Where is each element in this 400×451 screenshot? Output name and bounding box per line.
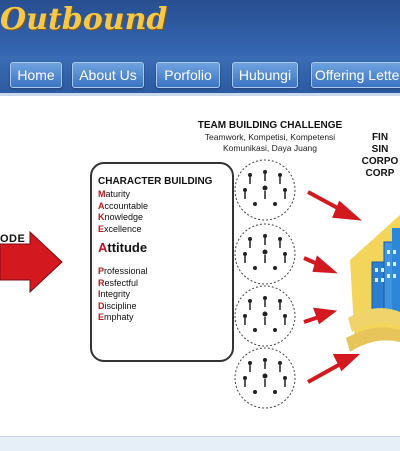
goal-text-line1: FIN	[371, 132, 389, 143]
team-building-title: TEAM BUILDING CHALLENGE	[197, 120, 343, 131]
trait-item: Excellence	[98, 223, 142, 234]
footer-bar	[0, 436, 400, 451]
character-building-box: CHARACTER BUILDING Maturity Accountable …	[90, 162, 234, 362]
value-item: Resfectful	[98, 277, 139, 288]
team-building-subtitle-line1: Teamwork, Kompetisi, Kompetensi	[204, 132, 336, 142]
goal-arrows	[303, 190, 362, 384]
goal-text-line2: SIN	[371, 144, 389, 155]
nav-offering-letter[interactable]: Offering Letter	[311, 62, 400, 88]
value-item: Integrity	[98, 289, 131, 299]
character-building-title: CHARACTER BUILDING	[98, 176, 213, 187]
value-item: Professional	[98, 266, 148, 276]
team-building-subtitle-line2: Komunikasi, Daya Juang	[222, 143, 318, 153]
team-people	[243, 170, 287, 394]
header-banner	[0, 0, 400, 56]
value-item: Discipline	[98, 300, 137, 311]
team-building-subtitle: Teamwork, Kompetisi, Kompetensi Komunika…	[185, 132, 355, 154]
left-arrow-label: ODE	[0, 233, 26, 245]
left-red-arrow	[0, 230, 63, 294]
team-bodies	[244, 174, 286, 387]
trait-item: Knowledge	[98, 212, 144, 222]
attitude-heading: Attitude	[98, 240, 148, 255]
nav-about-us[interactable]: About Us	[72, 62, 144, 88]
goal-text-line3: CORPO	[361, 156, 399, 167]
header-divider	[0, 93, 400, 96]
site-header: Outbound Home About Us Porfolio Hubungi …	[0, 0, 400, 94]
value-item: Emphaty	[98, 312, 134, 322]
nav-hubungi[interactable]: Hubungi	[232, 62, 298, 88]
team-circles	[234, 159, 296, 409]
character-traits-list: Maturity Accountable Knowledge Excellenc…	[98, 189, 148, 235]
goal-text-line4: CORP	[365, 168, 395, 179]
nav-home[interactable]: Home	[10, 62, 62, 88]
values-list: Professional Resfectful Integrity Discip…	[98, 266, 148, 324]
trait-item: Accountable	[98, 200, 149, 211]
site-logo[interactable]: Outbound	[0, 2, 168, 37]
main-nav: Home About Us Porfolio Hubungi Offering …	[0, 60, 400, 90]
trait-item: Maturity	[98, 189, 131, 199]
building-illustration	[346, 215, 400, 352]
goal-text: FIN SIN CORPO CORP	[350, 132, 400, 180]
nav-portfolio[interactable]: Porfolio	[156, 62, 220, 88]
